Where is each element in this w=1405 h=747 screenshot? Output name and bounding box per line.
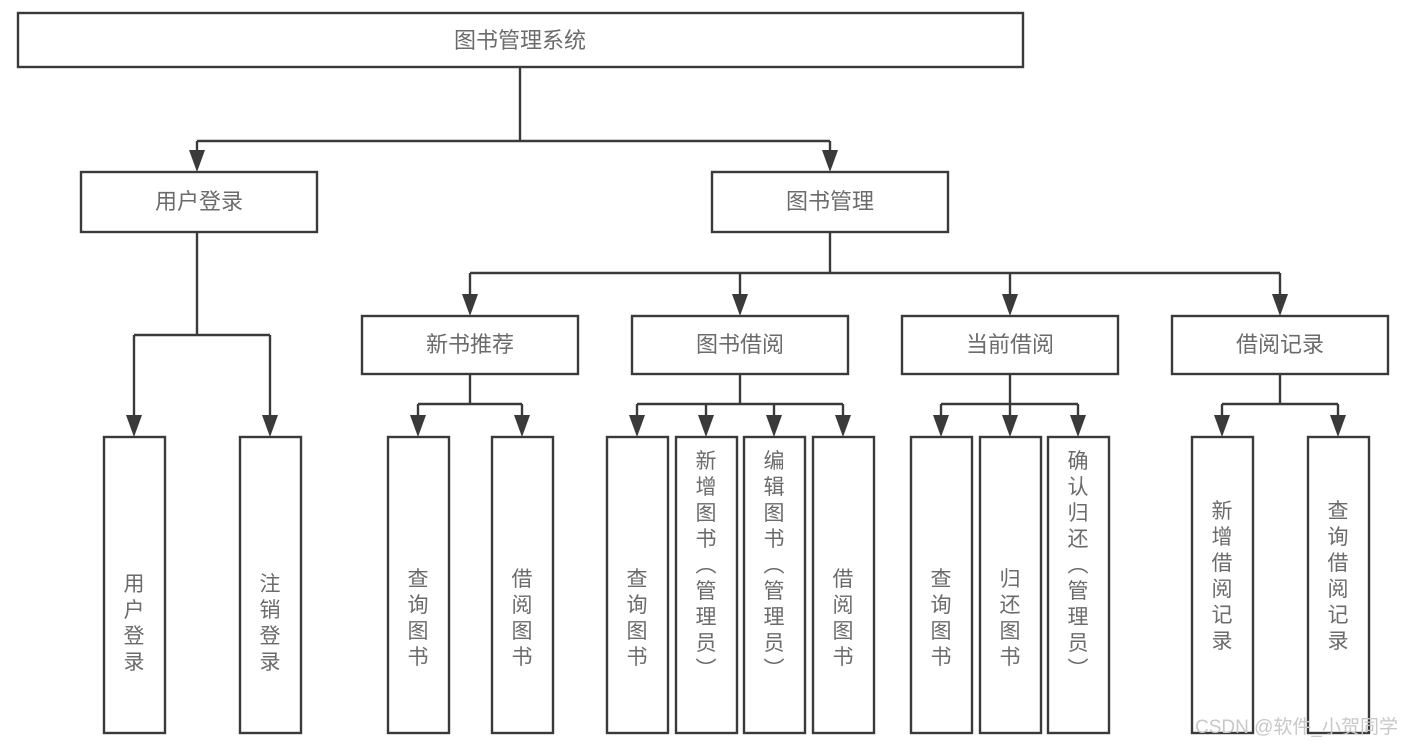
node-leaf-add-book-label: 新增图书︵管理员︶	[696, 450, 717, 681]
node-user-login[interactable]: 用户登录	[79, 170, 319, 234]
arrow-to-new-book-recommend	[462, 294, 478, 316]
arrow-leaf-query-book-1	[410, 415, 426, 437]
node-leaf-query-book-2-label: 查询图书	[627, 568, 648, 669]
node-book-manage[interactable]: 图书管理	[710, 170, 950, 234]
node-leaf-user-logout-box[interactable]	[238, 435, 303, 735]
node-leaf-query-book-3[interactable]: 查询图书	[909, 435, 974, 735]
node-leaf-edit-book[interactable]: 编辑图书︵管理员︶	[742, 435, 807, 735]
node-leaf-borrow-book-2-label: 借阅图书	[833, 568, 854, 669]
node-root-label: 图书管理系统	[454, 28, 586, 53]
node-leaf-borrow-book-1-box[interactable]	[490, 435, 555, 735]
node-book-borrow[interactable]: 图书借阅	[630, 314, 850, 376]
csdn-watermark: CSDN @软件_小贺同学	[1195, 716, 1398, 738]
node-new-book-recommend-box[interactable]	[360, 314, 580, 376]
node-book-borrow-box[interactable]	[630, 314, 850, 376]
node-leaf-query-book-1-label: 查询图书	[408, 568, 429, 669]
arrow-leaf-query-record	[1330, 415, 1346, 437]
node-leaf-confirm-return-box[interactable]	[1046, 435, 1111, 735]
node-root-box[interactable]	[16, 11, 1025, 69]
node-leaf-confirm-return[interactable]: 确认归还︵管理员︶	[1046, 435, 1111, 735]
node-book-borrow-label: 图书借阅	[696, 332, 784, 357]
node-borrow-record-box[interactable]	[1170, 314, 1390, 376]
node-leaf-return-book-label: 归还图书	[1000, 568, 1021, 669]
node-leaf-user-login-label: 用户登录	[124, 573, 145, 674]
node-current-borrow-box[interactable]	[900, 314, 1120, 376]
node-leaf-user-logout[interactable]: 注销登录	[238, 435, 303, 735]
node-leaf-edit-book-box[interactable]	[742, 435, 807, 735]
arrow-leaf-borrow-book-2	[835, 415, 851, 437]
arrow-to-book-borrow	[732, 294, 748, 316]
arrow-leaf-return-book	[1002, 415, 1018, 437]
arrow-leaf-query-book-2	[629, 415, 645, 437]
node-leaf-query-record-label: 查询借阅记录	[1328, 500, 1349, 653]
node-leaf-query-book-2[interactable]: 查询图书	[605, 435, 670, 735]
node-borrow-record[interactable]: 借阅记录	[1170, 314, 1390, 376]
arrow-to-borrow-record	[1272, 294, 1288, 316]
arrow-leaf-confirm-return	[1070, 415, 1086, 437]
node-leaf-add-book[interactable]: 新增图书︵管理员︶	[674, 435, 739, 735]
arrow-leaf-add-record	[1214, 415, 1230, 437]
node-leaf-user-logout-label: 注销登录	[260, 573, 281, 674]
leaf-nodes-layer: 用户登录 注销登录 查询图书 借阅图书 查询图书 新增图书︵管理员︶	[102, 435, 1371, 735]
arrow-to-current-borrow	[1002, 294, 1018, 316]
arrow-leaf-user-login	[126, 415, 142, 437]
node-leaf-borrow-book-2[interactable]: 借阅图书	[811, 435, 876, 735]
arrow-leaf-add-book	[698, 415, 714, 437]
node-leaf-query-book-1[interactable]: 查询图书	[386, 435, 451, 735]
node-leaf-add-record-box[interactable]	[1190, 435, 1255, 735]
node-borrow-record-label: 借阅记录	[1236, 332, 1324, 357]
arrow-leaf-user-logout	[262, 415, 278, 437]
node-leaf-add-record[interactable]: 新增借阅记录	[1190, 435, 1255, 735]
node-leaf-query-book-2-box[interactable]	[605, 435, 670, 735]
connector-layer	[126, 67, 1346, 437]
node-leaf-return-book-box[interactable]	[978, 435, 1043, 735]
node-leaf-borrow-book-2-box[interactable]	[811, 435, 876, 735]
node-leaf-query-book-3-label: 查询图书	[931, 568, 952, 669]
node-root[interactable]: 图书管理系统	[16, 11, 1025, 69]
node-new-book-recommend[interactable]: 新书推荐	[360, 314, 580, 376]
node-leaf-add-record-label: 新增借阅记录	[1212, 500, 1233, 653]
arrow-leaf-borrow-book-1	[514, 415, 530, 437]
node-leaf-user-login-box[interactable]	[102, 435, 167, 735]
node-leaf-query-book-3-box[interactable]	[909, 435, 974, 735]
arrow-to-user-login	[189, 150, 205, 172]
arrow-leaf-query-book-3	[933, 415, 949, 437]
node-leaf-query-book-1-box[interactable]	[386, 435, 451, 735]
node-leaf-borrow-book-1[interactable]: 借阅图书	[490, 435, 555, 735]
node-leaf-user-login[interactable]: 用户登录	[102, 435, 167, 735]
node-current-borrow[interactable]: 当前借阅	[900, 314, 1120, 376]
node-leaf-confirm-return-label: 确认归还︵管理员︶	[1068, 450, 1089, 681]
node-leaf-edit-book-label: 编辑图书︵管理员︶	[764, 450, 785, 681]
arrow-leaf-edit-book	[766, 415, 782, 437]
node-leaf-query-record-box[interactable]	[1306, 435, 1371, 735]
node-user-login-label: 用户登录	[155, 189, 243, 214]
node-leaf-query-record[interactable]: 查询借阅记录	[1306, 435, 1371, 735]
node-new-book-recommend-label: 新书推荐	[426, 332, 514, 357]
node-leaf-borrow-book-1-label: 借阅图书	[512, 568, 533, 669]
node-book-manage-label: 图书管理	[786, 189, 874, 214]
node-leaf-return-book[interactable]: 归还图书	[978, 435, 1043, 735]
node-leaf-add-book-box[interactable]	[674, 435, 739, 735]
node-book-manage-box[interactable]	[710, 170, 950, 234]
arrow-to-book-manage	[822, 150, 838, 172]
node-current-borrow-label: 当前借阅	[966, 332, 1054, 357]
node-user-login-box[interactable]	[79, 170, 319, 234]
